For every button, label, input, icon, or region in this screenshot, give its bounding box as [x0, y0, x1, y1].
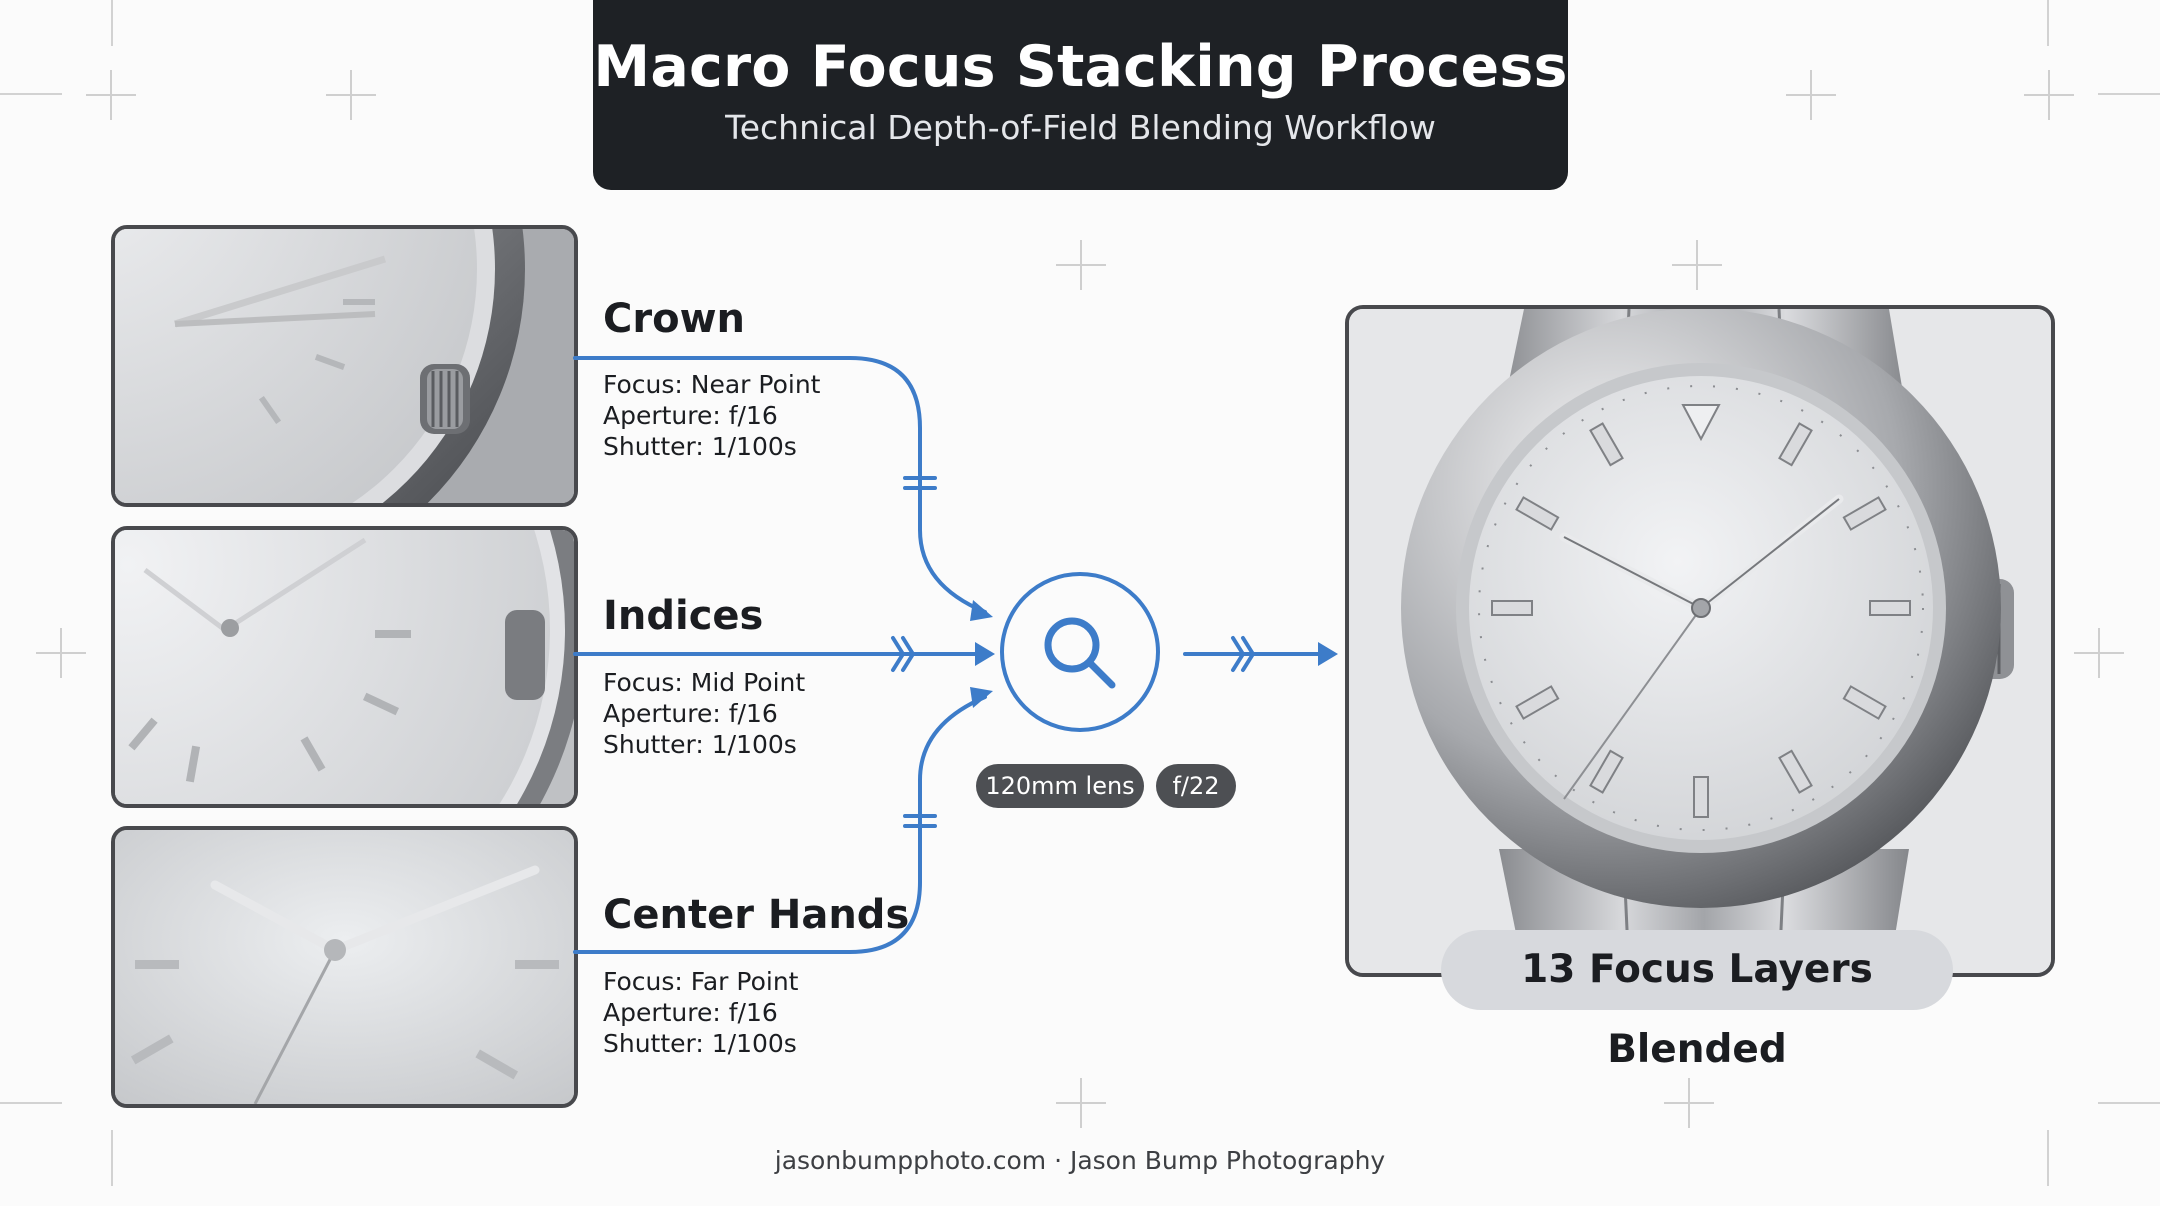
crop-mark — [2098, 93, 2160, 95]
registration-cross — [86, 70, 136, 120]
step-indices-shutter: Shutter: 1/100s — [603, 730, 797, 759]
center-hands-connector — [573, 695, 987, 954]
registration-cross — [36, 628, 86, 678]
aperture-pill: f/22 — [1156, 764, 1236, 808]
lens-pill: 120mm lens — [976, 764, 1144, 808]
registration-cross — [1672, 240, 1722, 290]
registration-cross — [1786, 70, 1836, 120]
registration-cross — [1664, 1078, 1714, 1128]
magnifier-icon — [1044, 617, 1116, 689]
crop-mark — [0, 93, 62, 95]
crop-mark — [111, 0, 113, 46]
step-crown-focus: Focus: Near Point — [603, 370, 821, 399]
crop-mark — [2098, 1102, 2160, 1104]
step-center-hands-title: Center Hands — [603, 892, 910, 938]
step-indices-title: Indices — [603, 593, 764, 639]
step-indices-focus: Focus: Mid Point — [603, 668, 806, 697]
page-subtitle: Technical Depth-of-Field Blending Workfl… — [725, 108, 1436, 147]
step-indices-aperture: Aperture: f/16 — [603, 699, 778, 728]
step-crown-shutter: Shutter: 1/100s — [603, 432, 797, 461]
registration-cross — [1056, 1078, 1106, 1128]
registration-cross — [2074, 628, 2124, 678]
registration-cross — [1056, 240, 1106, 290]
final-stacked-photo — [1345, 305, 2055, 977]
result-label: 13 Focus Layers Blended — [1441, 930, 1953, 1072]
footer-credit: jasonbumpphoto.com · Jason Bump Photogra… — [774, 1146, 1386, 1175]
crown-focus-photo — [111, 225, 578, 507]
indices-focus-photo — [111, 526, 578, 808]
blend-circle — [1000, 572, 1160, 732]
registration-cross — [326, 70, 376, 120]
step-crown-aperture: Aperture: f/16 — [603, 401, 778, 430]
crop-mark — [0, 1102, 62, 1104]
page-title: Macro Focus Stacking Process — [593, 34, 1568, 100]
crop-mark — [111, 1130, 113, 1186]
step-crown-title: Crown — [603, 296, 745, 342]
step-center-hands-aperture: Aperture: f/16 — [603, 998, 778, 1027]
center-hands-focus-photo — [111, 826, 578, 1108]
step-center-hands-shutter: Shutter: 1/100s — [603, 1029, 797, 1058]
crop-mark — [2047, 0, 2049, 46]
title-banner: Macro Focus Stacking Process Technical D… — [593, 0, 1568, 190]
registration-cross — [2024, 70, 2074, 120]
crop-mark — [2047, 1130, 2049, 1186]
crown-connector — [573, 356, 987, 614]
step-center-hands-focus: Focus: Far Point — [603, 967, 799, 996]
